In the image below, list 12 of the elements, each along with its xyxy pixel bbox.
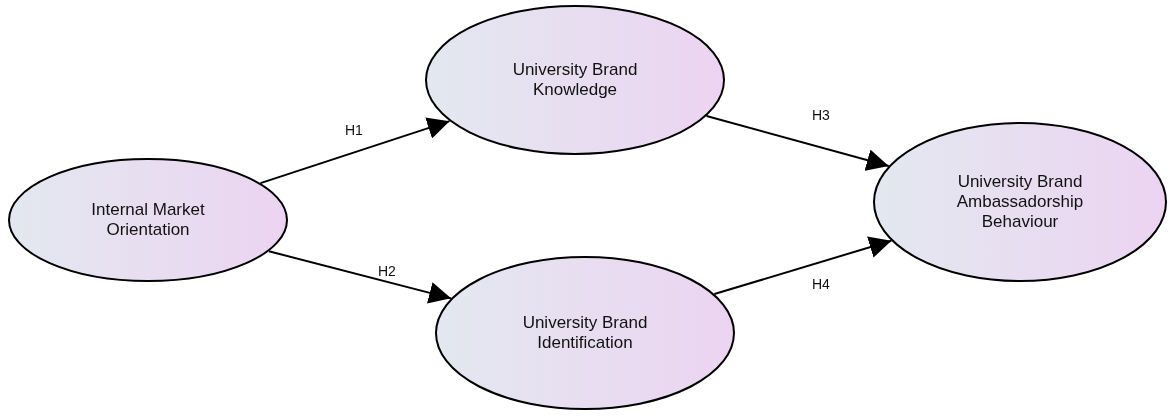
arrow	[713, 236, 893, 296]
node-label: University Brand Ambassadorship Behaviour	[955, 172, 1085, 232]
node-label: University Brand Knowledge	[511, 60, 639, 100]
arrow	[705, 115, 890, 171]
arrow	[267, 250, 453, 304]
edge-label: H3	[812, 107, 830, 123]
arrow	[259, 117, 451, 185]
node-label: University Brand Identification	[521, 313, 649, 353]
edge-label: H1	[345, 122, 363, 138]
node-label: Internal Market Orientation	[90, 200, 206, 240]
edge-label: H4	[812, 276, 830, 292]
edge-label: H2	[378, 263, 396, 279]
